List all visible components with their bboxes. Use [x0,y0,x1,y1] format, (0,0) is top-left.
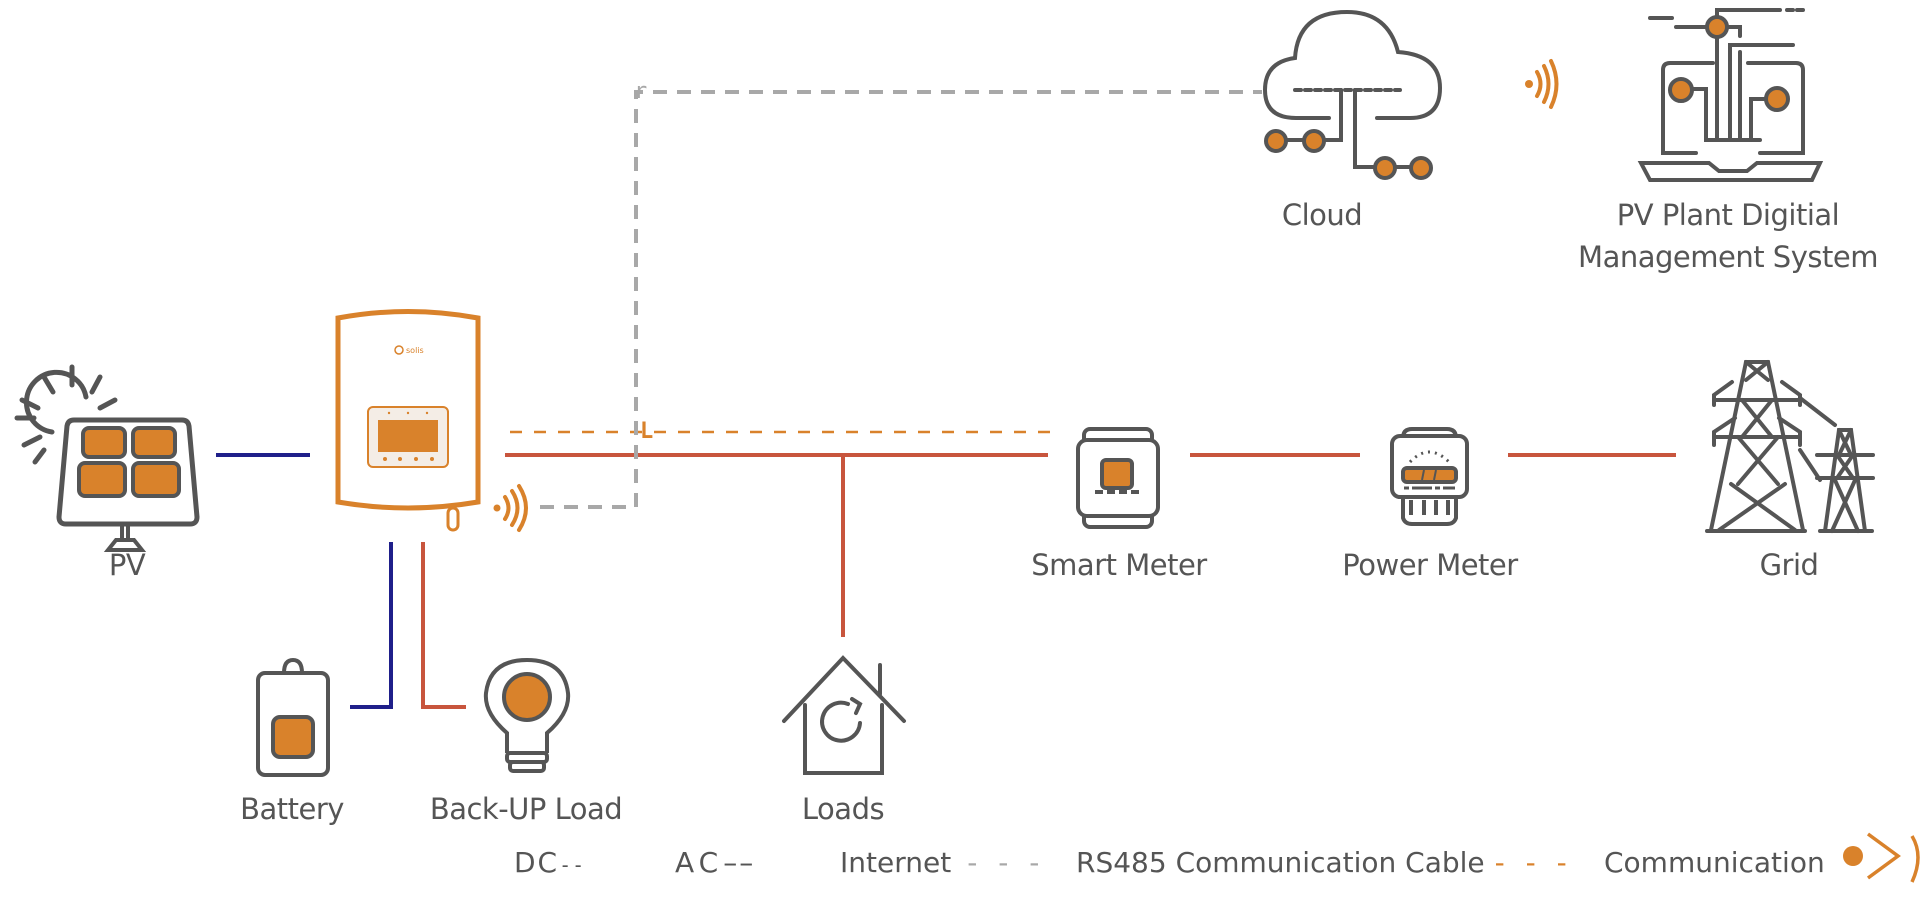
cloud-icon [1262,9,1443,169]
legend-communication-label: Communication [1604,846,1825,879]
rs485-corner-glyph: L [640,419,653,444]
cloud-wifi-icon [1525,59,1559,109]
legend-communication: Communication [1604,846,1825,879]
loads-label: Loads [801,792,885,826]
cloud-label: Cloud [1281,198,1363,232]
solar-cells [77,426,181,498]
pv-plant-label-line1: PV Plant Digitial [1616,198,1840,232]
legend: DC-- AC–– Internet - - - RS485 Communicat… [0,832,1920,886]
communication-signal-icon [1843,832,1920,883]
legend-dc: DC-- [514,846,585,879]
legend-ac-label: AC [675,846,724,879]
legend-internet-label: Internet [840,846,952,879]
backup-load-label: Back-UP Load [429,792,623,826]
dc-line-inverter-battery [350,542,393,709]
legend-ac: AC–– [675,846,755,879]
grid-label: Grid [1759,548,1819,582]
legend-dc-label: DC [514,846,560,879]
legend-internet: Internet - - - [840,846,1045,879]
internet-corner-glyph: r [634,79,647,104]
legend-rs485: RS485 Communication Cable - - - [1076,846,1573,879]
legend-rs485-label: RS485 Communication Cable [1076,846,1485,879]
smart-meter-label: Smart Meter [1031,548,1207,582]
pv-plant-label-line2: Management System [1578,240,1878,274]
legend-rs485-marker: - - - [1494,846,1573,879]
laptop-circuit-icon [1637,8,1824,182]
battery-icon [256,657,330,777]
power-meter-icon [1390,427,1469,526]
internet-line [540,90,1262,509]
inverter-icon: solis [335,309,481,532]
power-tower-icon [1705,360,1875,533]
power-meter-label: Power Meter [1342,548,1518,582]
pv-label: PV [108,548,146,582]
legend-dc-marker: -- [559,853,586,877]
inverter-brand-logo: solis [406,346,424,355]
inverter-wifi-icon [493,484,528,532]
battery-label: Battery [240,792,344,826]
light-bulb-icon [483,657,571,773]
laptop-circuit-nodes [1668,15,1790,112]
smart-meter-icon [1076,427,1160,529]
cloud-nodes [1264,129,1433,180]
legend-internet-marker: - - - [967,846,1046,879]
legend-ac-marker: –– [723,846,756,879]
house-icon [782,655,906,775]
ac-line-inverter-backup [421,542,466,709]
